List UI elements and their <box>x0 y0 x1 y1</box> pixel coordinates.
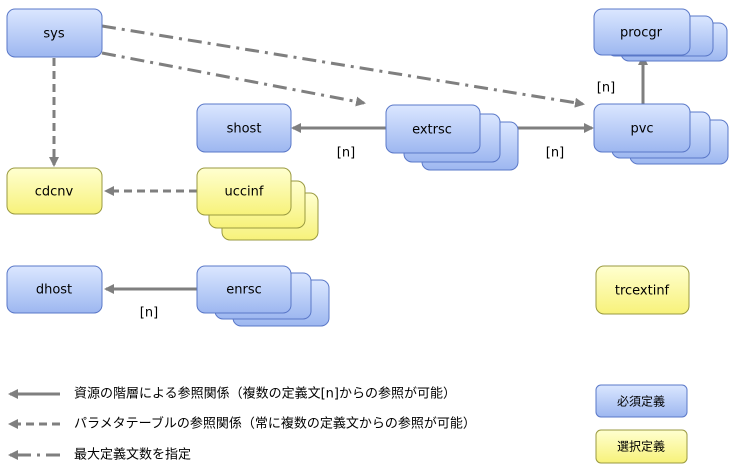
node-extrsc[interactable]: extrsc <box>385 104 519 171</box>
node-procgr[interactable]: procgr <box>593 8 728 62</box>
multiplicity-extrsc-pvc: [n] <box>546 146 564 161</box>
legend-solid-text: 資源の階層による参照関係（複数の定義文[n]からの参照が可能） <box>74 386 456 402</box>
node-sys[interactable]: sys <box>6 8 103 58</box>
node-shost-label: shost <box>227 122 262 137</box>
sys-to-pvc-limit-arrow <box>101 24 585 108</box>
node-trcextinf[interactable]: trcextinf <box>595 265 690 315</box>
node-sys-label: sys <box>43 27 64 42</box>
multiplicity-extrsc-shost: [n] <box>337 146 355 161</box>
legend-optional-label: 選択定義 <box>617 439 665 454</box>
legend-solid-row: 資源の階層による参照関係（複数の定義文[n]からの参照が可能） <box>8 386 456 402</box>
node-pvc[interactable]: pvc <box>593 103 729 165</box>
node-pvc-label: pvc <box>630 122 653 137</box>
legend-dashdot-text: 最大定義文数を指定 <box>74 447 191 463</box>
node-enrsc[interactable]: enrsc <box>196 265 330 327</box>
node-cdcnv[interactable]: cdcnv <box>6 167 103 215</box>
node-extrsc-label: extrsc <box>412 123 452 138</box>
legend-dashed-row: パラメタテーブルの参照関係（常に複数の定義文からの参照が可能） <box>8 416 476 432</box>
node-dhost[interactable]: dhost <box>6 265 103 314</box>
node-dhost-label: dhost <box>36 283 72 298</box>
multiplicity-enrsc-dhost: [n] <box>140 306 158 321</box>
node-uccinf[interactable]: uccinf <box>196 167 319 241</box>
connectors <box>49 24 648 294</box>
multiplicity-pvc-procgr: [n] <box>597 81 615 96</box>
legend-dashed-text: パラメタテーブルの参照関係（常に複数の定義文からの参照が可能） <box>74 416 476 432</box>
legend: 資源の階層による参照関係（複数の定義文[n]からの参照が可能） パラメタテーブル… <box>8 384 688 464</box>
node-procgr-label: procgr <box>620 26 663 41</box>
sys-to-extrsc-limit-arrow <box>101 51 366 107</box>
legend-optional-box: 選択定義 <box>595 429 688 464</box>
legend-required-label: 必須定義 <box>617 394 665 409</box>
node-trcextinf-label: trcextinf <box>615 284 670 299</box>
legend-required-box: 必須定義 <box>595 384 688 418</box>
legend-dashdot-row: 最大定義文数を指定 <box>8 447 191 463</box>
node-shost[interactable]: shost <box>196 103 292 153</box>
node-cdcnv-label: cdcnv <box>35 185 74 200</box>
node-enrsc-label: enrsc <box>226 283 262 298</box>
node-uccinf-label: uccinf <box>225 185 264 200</box>
